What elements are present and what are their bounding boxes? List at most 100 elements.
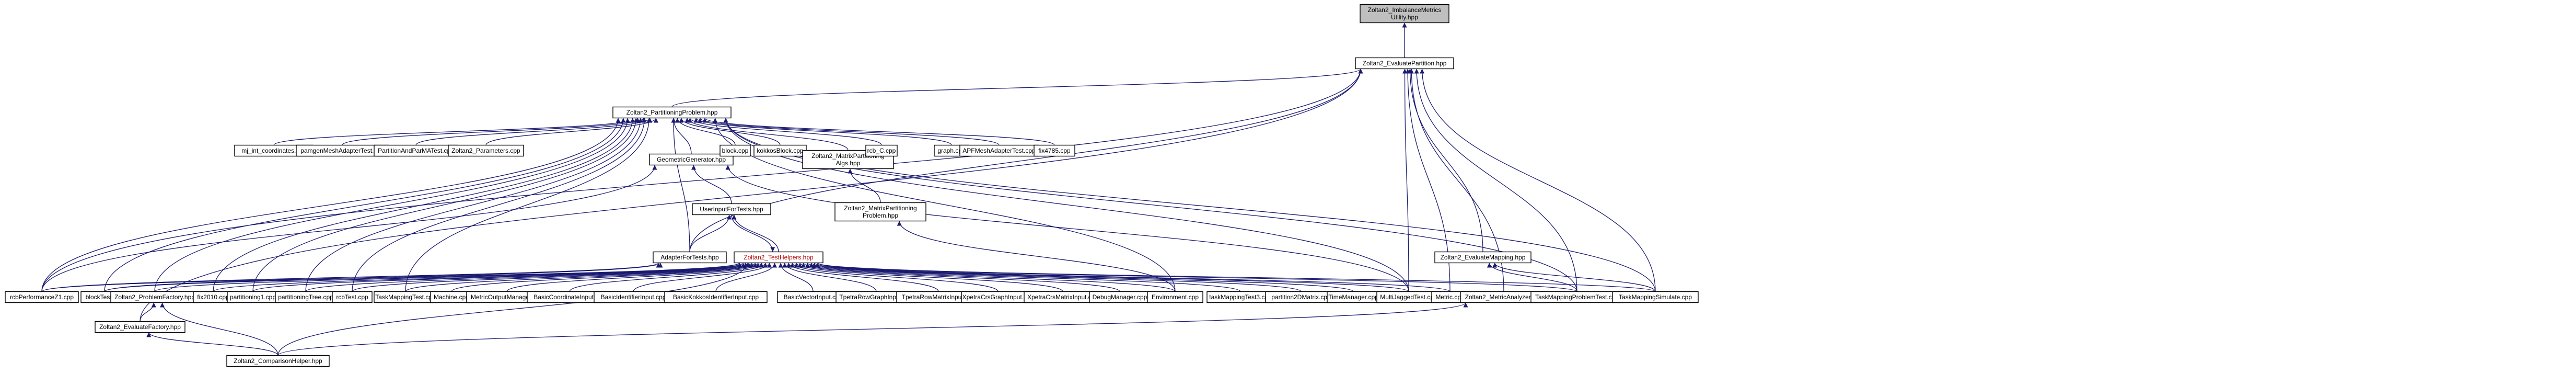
node-label: Zoltan2_MatrixPartitioning <box>844 205 916 212</box>
node-box <box>653 251 727 264</box>
node-label: graph.cpp <box>937 147 966 154</box>
edge-comparison-to-metricanalyzer <box>277 302 1468 356</box>
node-machine[interactable]: Machine.cpp <box>430 291 473 303</box>
edge-adapterfor-to-userinput <box>689 214 732 252</box>
node-rcbc[interactable]: rcb_C.cpp <box>865 144 898 157</box>
node-box <box>5 291 79 303</box>
node-box <box>865 144 898 157</box>
node-eval-part[interactable]: Zoltan2_EvaluatePartition.hpp <box>1355 57 1454 70</box>
node-multijagged[interactable]: MultiJaggedTest.cpp <box>1376 291 1441 303</box>
edge-debugmanager-to-testhelpers <box>797 262 1120 292</box>
edge-comparison-to-evalfactory <box>146 332 279 356</box>
node-fix2010[interactable]: fix2010.cpp <box>193 291 234 303</box>
edge-taskmappingproblem-to-eval-part <box>1414 69 1577 292</box>
edge-adapterfor-to-part-prob <box>671 118 690 252</box>
node-taskmappingtest[interactable]: TaskMappingTest.cpp <box>374 291 437 303</box>
node-xpetracrsgraph[interactable]: XpetraCrsGraphInput.cpp <box>961 291 1035 303</box>
node-adapterfor[interactable]: AdapterForTests.hpp <box>653 251 727 264</box>
node-label: TaskMappingSimulate.cpp <box>1619 293 1692 301</box>
node-params[interactable]: Zoltan2_Parameters.cpp <box>448 144 524 157</box>
edge-metriccpp-to-eval-part <box>1405 69 1451 292</box>
edge-taskmappingproblem-to-evalmapping <box>1487 263 1577 292</box>
node-basickokkos[interactable]: BasicKokkosIdentifierInput.cpp <box>664 291 768 303</box>
node-label: Zoltan2_ImbalanceMetrics <box>1368 6 1442 14</box>
node-label: Zoltan2_TestHelpers.hpp <box>744 254 814 261</box>
edge-graph-to-part-prob <box>693 117 952 146</box>
node-basiccoord[interactable]: BasicCoordinateInput.cpp <box>527 291 612 303</box>
edge-taskmappingsim-to-eval-part <box>1420 69 1656 292</box>
node-label: pamgenMeshAdapterTest.cpp <box>300 147 384 154</box>
node-partitioning1[interactable]: partitioning1.cpp <box>227 291 279 303</box>
node-label: mj_int_coordinates.cpp <box>241 147 306 154</box>
node-label: Zoltan2_ProblemFactory.hpp <box>114 293 195 301</box>
edge-mj-int-to-part-prob <box>273 117 640 146</box>
node-pamgen[interactable]: pamgenMeshAdapterTest.cpp <box>296 144 389 157</box>
node-timemanager[interactable]: TimeManager.cpp <box>1327 291 1380 303</box>
node-partitioningtree[interactable]: partitioningTree.cpp <box>275 291 336 303</box>
node-xpetracrsmatrix[interactable]: XpetraCrsMatrixInput.cpp <box>1024 291 1102 303</box>
edge-rcbperf-to-eval-part <box>41 69 1363 292</box>
node-label: Zoltan2_Parameters.cpp <box>451 147 520 154</box>
node-label: TaskMappingTest.cpp <box>375 293 436 301</box>
node-label: Utility.hpp <box>1391 14 1418 21</box>
node-basicident[interactable]: BasicIdentifierInput.cpp <box>594 291 673 303</box>
node-evalmapping[interactable]: Zoltan2_EvaluateMapping.hpp <box>1434 251 1531 264</box>
node-box <box>834 202 926 222</box>
node-kokkosblock[interactable]: kokkosBlock.cpp <box>753 144 807 157</box>
node-environment[interactable]: Environment.cpp <box>1147 291 1203 303</box>
edge-rcbperf-to-part-prob <box>41 118 621 292</box>
node-box <box>1034 144 1075 157</box>
node-label: partitioningTree.cpp <box>278 293 333 301</box>
edge-evalmapping-to-eval-part <box>1408 69 1483 252</box>
node-part-prob[interactable]: Zoltan2_PartitioningProblem.hpp <box>612 106 732 119</box>
edge-partitioningtree-to-testhelpers <box>305 262 751 292</box>
node-probfactory[interactable]: Zoltan2_ProblemFactory.hpp <box>110 291 199 303</box>
edge-multijagged-to-eval-part <box>1402 69 1409 292</box>
node-userinput[interactable]: UserInputForTests.hpp <box>692 203 771 216</box>
node-label: partition2DMatrix.cpp <box>1271 293 1331 301</box>
edge-evalfactory-to-eval-part <box>140 69 1363 322</box>
node-label: BasicCoordinateInput.cpp <box>533 293 606 301</box>
node-basicvector[interactable]: BasicVectorInput.cpp <box>777 291 849 303</box>
node-comparison[interactable]: Zoltan2_ComparisonHelper.hpp <box>226 355 330 367</box>
edge-rcbc-to-part-prob <box>688 118 882 145</box>
node-apf[interactable]: APFMeshAdapterTest.cpp <box>959 144 1039 157</box>
node-label: GeometricGenerator.hpp <box>657 156 726 163</box>
node-geogen[interactable]: GeometricGenerator.hpp <box>649 153 734 166</box>
node-label: APFMeshAdapterTest.cpp <box>962 147 1036 154</box>
node-fix[interactable]: fix4785.cpp <box>1034 144 1075 157</box>
node-taskmappingproblem[interactable]: TaskMappingProblemTest.cpp <box>1530 291 1623 303</box>
node-partandparmat[interactable]: PartitionAndParMATest.cpp <box>374 144 458 157</box>
node-label: Machine.cpp <box>434 293 469 301</box>
node-label: DebugManager.cpp <box>1093 293 1147 301</box>
node-label: Zoltan2_PartitioningProblem.hpp <box>626 109 718 116</box>
node-taskmappingsim[interactable]: TaskMappingSimulate.cpp <box>1612 291 1699 303</box>
node-partition2d[interactable]: partition2DMatrix.cpp <box>1265 291 1337 303</box>
edge-probfactory-to-testhelpers <box>154 262 742 292</box>
node-box <box>1612 291 1699 303</box>
edge-fix2010-to-part-prob <box>213 118 635 292</box>
node-evalfactory[interactable]: Zoltan2_EvaluateFactory.hpp <box>95 321 185 333</box>
node-label: rcbPerformanceZ1.cpp <box>10 293 74 301</box>
node-rcbperf[interactable]: rcbPerformanceZ1.cpp <box>5 291 79 303</box>
edge-userinput-to-testhelpers <box>731 214 775 252</box>
edge-testhelpers-to-userinput <box>732 214 779 252</box>
edge-blocktest-to-part-prob <box>104 118 626 292</box>
edge-comparison-to-testhelpers <box>277 263 750 356</box>
node-label: AdapterForTests.hpp <box>660 254 719 261</box>
node-block[interactable]: block.cpp <box>720 144 751 157</box>
node-testhelpers[interactable]: Zoltan2_TestHelpers.hpp <box>734 251 823 264</box>
node-label: fix2010.cpp <box>197 293 229 301</box>
node-label: MetricOutputManager.cpp <box>471 293 543 301</box>
edge-layer <box>41 22 1656 356</box>
node-rcbtest[interactable]: rcbTest.cpp <box>332 291 373 303</box>
node-tpetrarowmatrix[interactable]: TpetraRowMatrixInput.cpp <box>896 291 981 303</box>
edge-tpetrarowgraph-to-testhelpers <box>782 263 877 292</box>
node-metricanalyzer[interactable]: Zoltan2_MetricAnalyzer.hpp <box>1460 291 1548 303</box>
edge-pamgen-to-part-prob <box>342 117 646 146</box>
node-debugmanager[interactable]: DebugManager.cpp <box>1089 291 1151 303</box>
node-taskmapping3[interactable]: taskMappingTest3.cpp <box>1206 291 1274 303</box>
node-box <box>1434 251 1531 264</box>
